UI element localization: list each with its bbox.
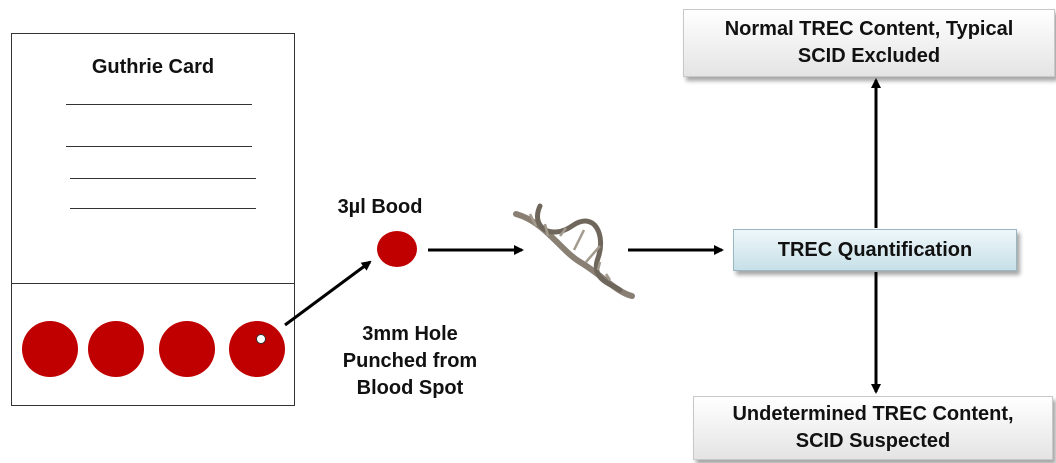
dna-helix-icon (516, 206, 632, 296)
abnormal-outcome-box: Undetermined TREC Content, SCID Suspecte… (693, 396, 1053, 460)
trec-quantification-box: TREC Quantification (733, 229, 1017, 271)
normal-outcome-box: Normal TREC Content, Typical SCID Exclud… (683, 9, 1055, 77)
arrow-to-drop (285, 262, 370, 325)
